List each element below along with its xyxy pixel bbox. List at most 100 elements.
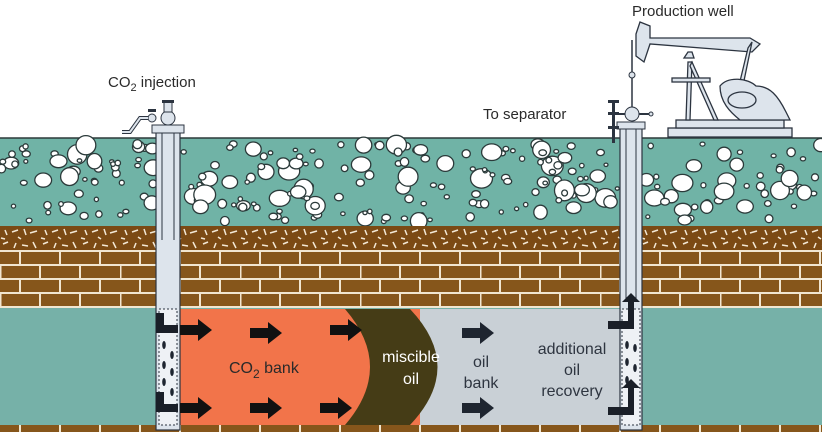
pebble: [760, 189, 770, 199]
pebble: [542, 180, 549, 186]
pebble: [489, 172, 496, 178]
pebble: [461, 149, 471, 159]
pebble: [95, 210, 103, 219]
pebble: [180, 149, 187, 155]
to-separator-label: To separator: [483, 106, 566, 123]
pebble: [399, 156, 410, 167]
pebble: [471, 190, 481, 199]
oil-bank-zone: [420, 309, 620, 425]
pebble: [397, 166, 419, 187]
pebble: [226, 144, 234, 151]
pebble: [578, 162, 585, 169]
pebble: [366, 208, 373, 215]
pebble: [429, 182, 438, 189]
pebble: [302, 161, 309, 167]
pebble: [614, 186, 620, 191]
pebble: [769, 180, 791, 201]
pebble: [567, 167, 577, 176]
brick-layer: [0, 250, 822, 308]
pebble: [237, 196, 244, 202]
pebble: [393, 147, 403, 157]
pebble: [19, 179, 28, 186]
pebble: [557, 151, 573, 164]
pebble: [775, 165, 784, 174]
pebble: [756, 171, 764, 180]
pebble: [76, 158, 83, 164]
additional-recovery-label-line2: oil: [564, 362, 580, 379]
pebble: [210, 160, 220, 170]
pebble: [565, 201, 582, 215]
pebble: [427, 217, 433, 223]
pebble: [221, 175, 239, 190]
pebble: [603, 162, 609, 168]
pebble: [420, 200, 428, 207]
pebble: [509, 148, 516, 154]
pebble: [436, 154, 455, 173]
flow-arrow-icon: [180, 319, 212, 341]
pebble: [716, 146, 732, 162]
pebble: [553, 160, 563, 170]
pebble: [134, 162, 142, 169]
pebble: [355, 178, 366, 187]
pebble: [553, 148, 560, 154]
pebble: [468, 198, 478, 207]
pebble: [755, 181, 766, 192]
pebble: [780, 169, 799, 188]
pebble: [198, 172, 207, 181]
pebble: [23, 158, 29, 164]
pebble: [280, 216, 290, 225]
flow-arrow-icon: [330, 319, 362, 341]
flow-arrow-icon: [250, 322, 282, 344]
pebble: [700, 181, 707, 189]
pebble: [796, 184, 813, 201]
pebble: [22, 143, 29, 150]
co2-bank-label: CO2 bank: [229, 360, 300, 381]
pebble: [10, 203, 17, 209]
flow-arrow-icon: [320, 397, 352, 419]
pebble: [34, 172, 53, 188]
pebble: [86, 152, 103, 170]
pebble: [11, 160, 19, 169]
pebble: [786, 147, 796, 158]
pebble: [400, 215, 409, 222]
miscible-oil-front: [345, 309, 438, 425]
additional-recovery-label-line3: recovery: [541, 383, 602, 400]
pebble: [354, 136, 373, 154]
pebble: [303, 195, 311, 202]
pebble: [267, 150, 274, 156]
oil-bank-label-line1: oil: [473, 354, 489, 371]
pebble: [268, 212, 279, 221]
pebble: [276, 208, 283, 215]
pebble: [59, 167, 80, 187]
pebble: [671, 173, 694, 193]
pebble: [244, 179, 251, 185]
pebble: [673, 202, 693, 217]
pebble: [603, 195, 618, 209]
pebble: [364, 170, 375, 181]
pebble: [43, 200, 52, 210]
pebble: [289, 185, 307, 199]
pebble: [276, 157, 291, 170]
pebble: [93, 196, 100, 203]
pebble: [374, 140, 385, 151]
pebble: [576, 175, 584, 182]
pebble: [337, 141, 345, 149]
pumpjack-icon: [635, 21, 793, 138]
pebble: [230, 202, 237, 208]
pebble: [685, 159, 703, 173]
pebble: [498, 209, 505, 215]
pebble: [437, 183, 446, 191]
pebble: [21, 150, 31, 158]
pebble: [292, 147, 299, 153]
pebble: [217, 198, 228, 209]
pebble: [117, 212, 124, 218]
pebble: [58, 200, 64, 208]
pebble: [513, 206, 520, 212]
pebble: [573, 183, 591, 197]
pebble: [244, 141, 262, 157]
pebble: [192, 199, 209, 215]
injection-well: [122, 100, 185, 431]
flow-arrow-icon: [180, 397, 212, 419]
pebble: [645, 214, 651, 220]
